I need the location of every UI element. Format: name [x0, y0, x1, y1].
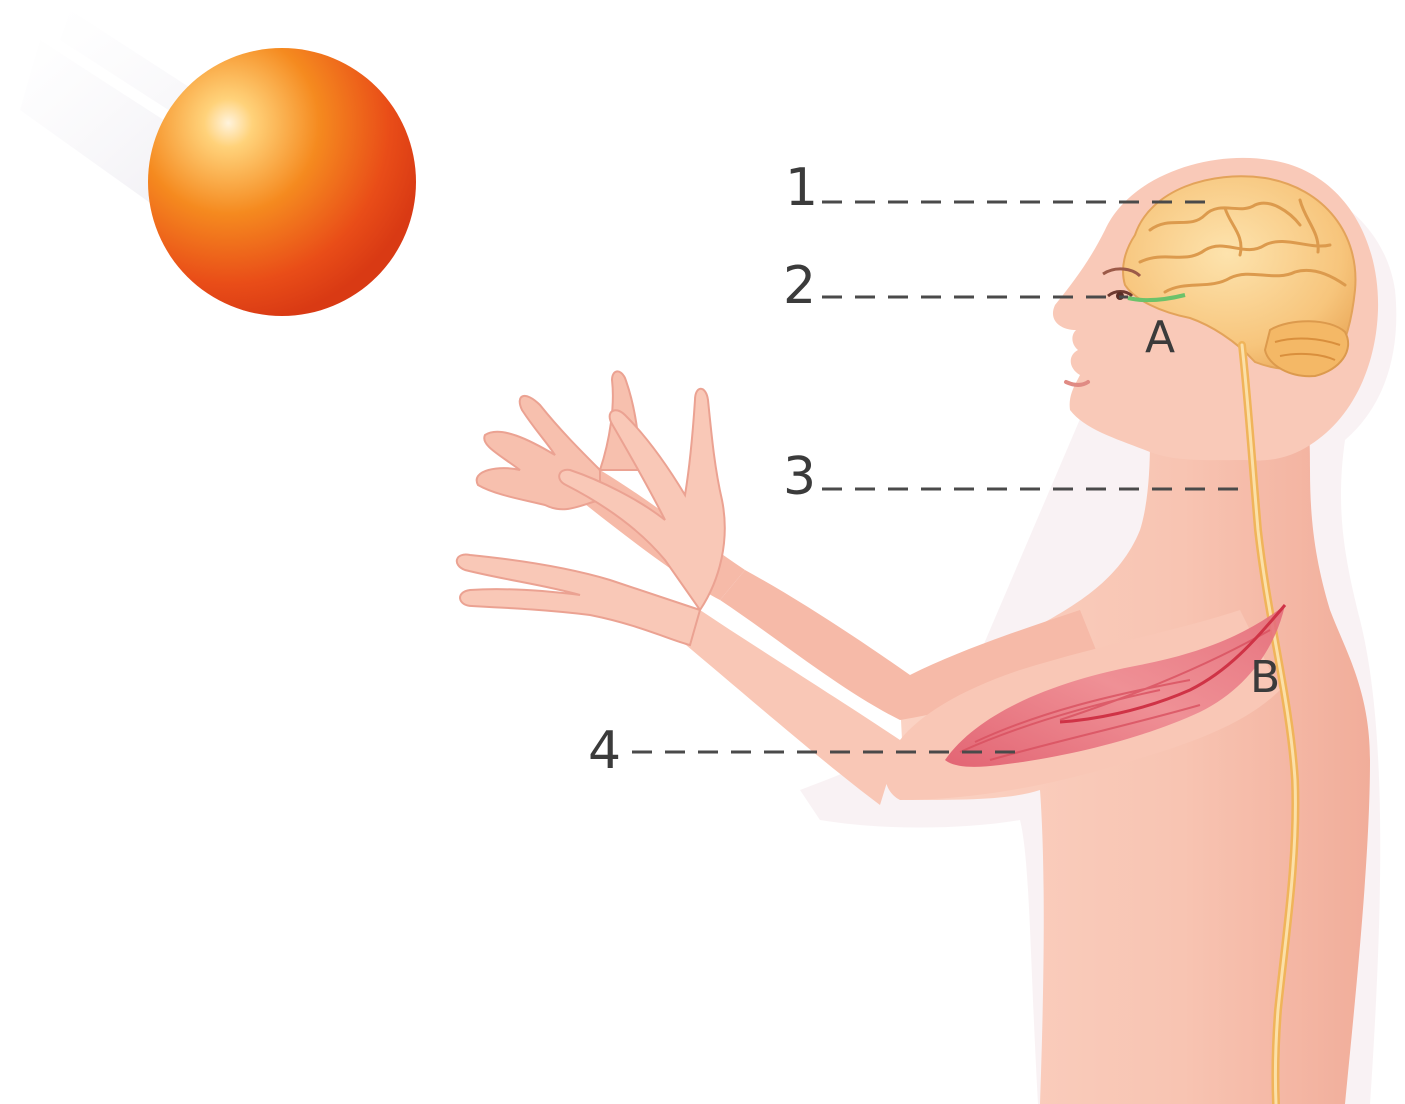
label-number-4: 4 — [588, 721, 621, 781]
label-number-2: 2 — [783, 256, 816, 316]
label-number-1: 1 — [785, 158, 818, 218]
label-number-3: 3 — [783, 447, 816, 507]
label-letter-b: B — [1250, 652, 1280, 703]
human-figure — [457, 158, 1397, 1104]
label-letter-a: A — [1145, 312, 1175, 363]
hand-front — [457, 389, 725, 645]
ball — [148, 48, 416, 316]
